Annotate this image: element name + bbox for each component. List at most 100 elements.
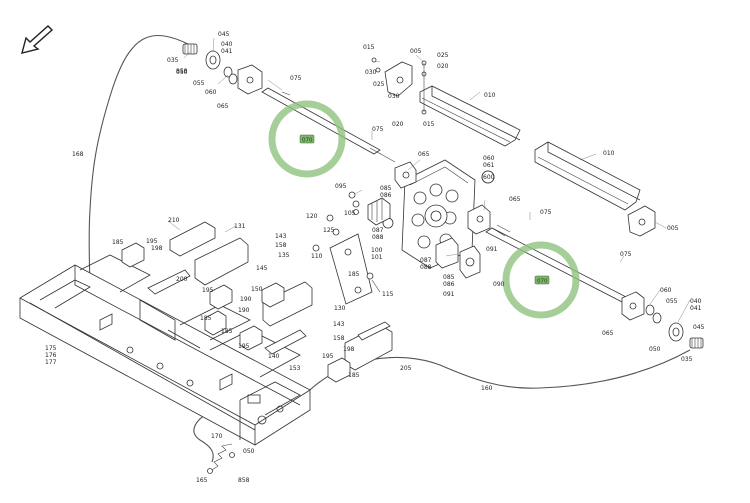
highlight-circle-upper (268, 100, 346, 178)
label-195: 195 (238, 343, 250, 350)
label-195: 195 (322, 353, 334, 360)
label-175: 175 (45, 345, 57, 352)
label-061: 061 (483, 162, 495, 169)
label-158: 158 (275, 242, 287, 249)
label-030: 030 (365, 69, 377, 76)
label-081: 091 (486, 246, 498, 253)
highlight-circle-lower (502, 241, 580, 319)
label-105: 105 (344, 210, 356, 217)
label-198: 198 (343, 346, 355, 353)
label-050: 050 (176, 69, 188, 76)
label-087: 087 (372, 227, 384, 234)
label-160: 160 (481, 385, 493, 392)
label-030: 030 (388, 93, 400, 100)
label-153: 153 (289, 365, 301, 372)
label-055: 055 (193, 80, 205, 87)
callout-labels: 045 040 041 035 050 055 060 065 075 075 … (45, 31, 705, 484)
label-050: 050 (243, 448, 255, 455)
label-195: 195 (202, 287, 214, 294)
label-145: 145 (256, 265, 268, 272)
label-020: 020 (437, 63, 449, 70)
label-088: 088 (372, 234, 384, 241)
label-035: 035 (681, 356, 693, 363)
label-015: 015 (363, 44, 375, 51)
arrow-down-left-icon (21, 25, 54, 54)
label-858: 858 (176, 68, 188, 75)
label-087: 087 (420, 257, 432, 264)
label-140: 140 (268, 353, 280, 360)
label-177: 177 (45, 359, 57, 366)
badge-070-upper: 070 (299, 134, 315, 144)
left-bracket-group (121, 221, 393, 383)
label-015: 015 (423, 121, 435, 128)
left-end-bearing-assembly (182, 43, 291, 96)
label-185: 185 (348, 271, 360, 278)
label-041: 041 (690, 305, 702, 312)
label-055: 055 (666, 298, 678, 305)
label-195: 195 (146, 238, 158, 245)
label-210: 210 (168, 217, 180, 224)
label-060: 060 (660, 287, 672, 294)
label-005: 005 (410, 48, 422, 55)
label-040: 040 (690, 298, 702, 305)
label-065: 065 (418, 151, 430, 158)
label-125: 125 (323, 227, 335, 234)
label-143: 143 (333, 321, 345, 328)
label-185: 185 (112, 239, 124, 246)
label-025: 025 (373, 81, 385, 88)
label-040: 040 (221, 41, 233, 48)
label-101: 101 (371, 254, 383, 261)
label-045: 045 (693, 324, 705, 331)
label-143: 143 (275, 233, 287, 240)
label-185: 185 (200, 315, 212, 322)
label-020: 020 (392, 121, 404, 128)
label-075: 075 (620, 251, 632, 258)
label-085: 085 (380, 185, 392, 192)
label-115: 115 (382, 291, 394, 298)
label-045: 045 (218, 31, 230, 38)
label-858: 858 (238, 477, 250, 484)
label-070: 070 (302, 138, 313, 144)
label-168: 168 (72, 151, 84, 158)
label-095: 095 (335, 183, 347, 190)
label-158: 158 (333, 335, 345, 342)
label-200: 200 (176, 276, 188, 283)
label-110: 110 (311, 253, 323, 260)
coupling-hardware (312, 191, 391, 305)
label-190: 190 (238, 307, 250, 314)
center-gearbox (382, 159, 495, 279)
label-150: 150 (251, 286, 263, 293)
label-050: 050 (649, 346, 661, 353)
label-005: 005 (667, 225, 679, 232)
label-075: 075 (290, 75, 302, 82)
label-600: 600 (483, 174, 495, 181)
bracket-005-right (627, 205, 656, 237)
label-060: 060 (205, 89, 217, 96)
label-086: 086 (443, 281, 455, 288)
label-130: 130 (334, 305, 346, 312)
label-065: 065 (217, 103, 229, 110)
label-100: 100 (371, 247, 383, 254)
label-170: 170 (211, 433, 223, 440)
shaft-070-upper (261, 87, 396, 163)
callout-ring-600 (481, 170, 495, 184)
label-135: 135 (278, 252, 290, 259)
label-075: 075 (540, 209, 552, 216)
right-end-bearing-assembly (621, 291, 704, 349)
cable-168 (88, 35, 191, 296)
label-086: 086 (380, 192, 392, 199)
label-185: 185 (221, 328, 233, 335)
label-065: 065 (509, 196, 521, 203)
label-035: 035 (167, 57, 179, 64)
label-041: 041 (221, 48, 233, 55)
label-198: 198 (151, 245, 163, 252)
label-070: 070 (537, 279, 548, 285)
label-131: 131 (234, 223, 246, 230)
label-120: 120 (306, 213, 318, 220)
label-205: 205 (400, 365, 412, 372)
cable-170 (193, 411, 214, 463)
label-065: 065 (602, 330, 614, 337)
label-010: 010 (603, 150, 615, 157)
